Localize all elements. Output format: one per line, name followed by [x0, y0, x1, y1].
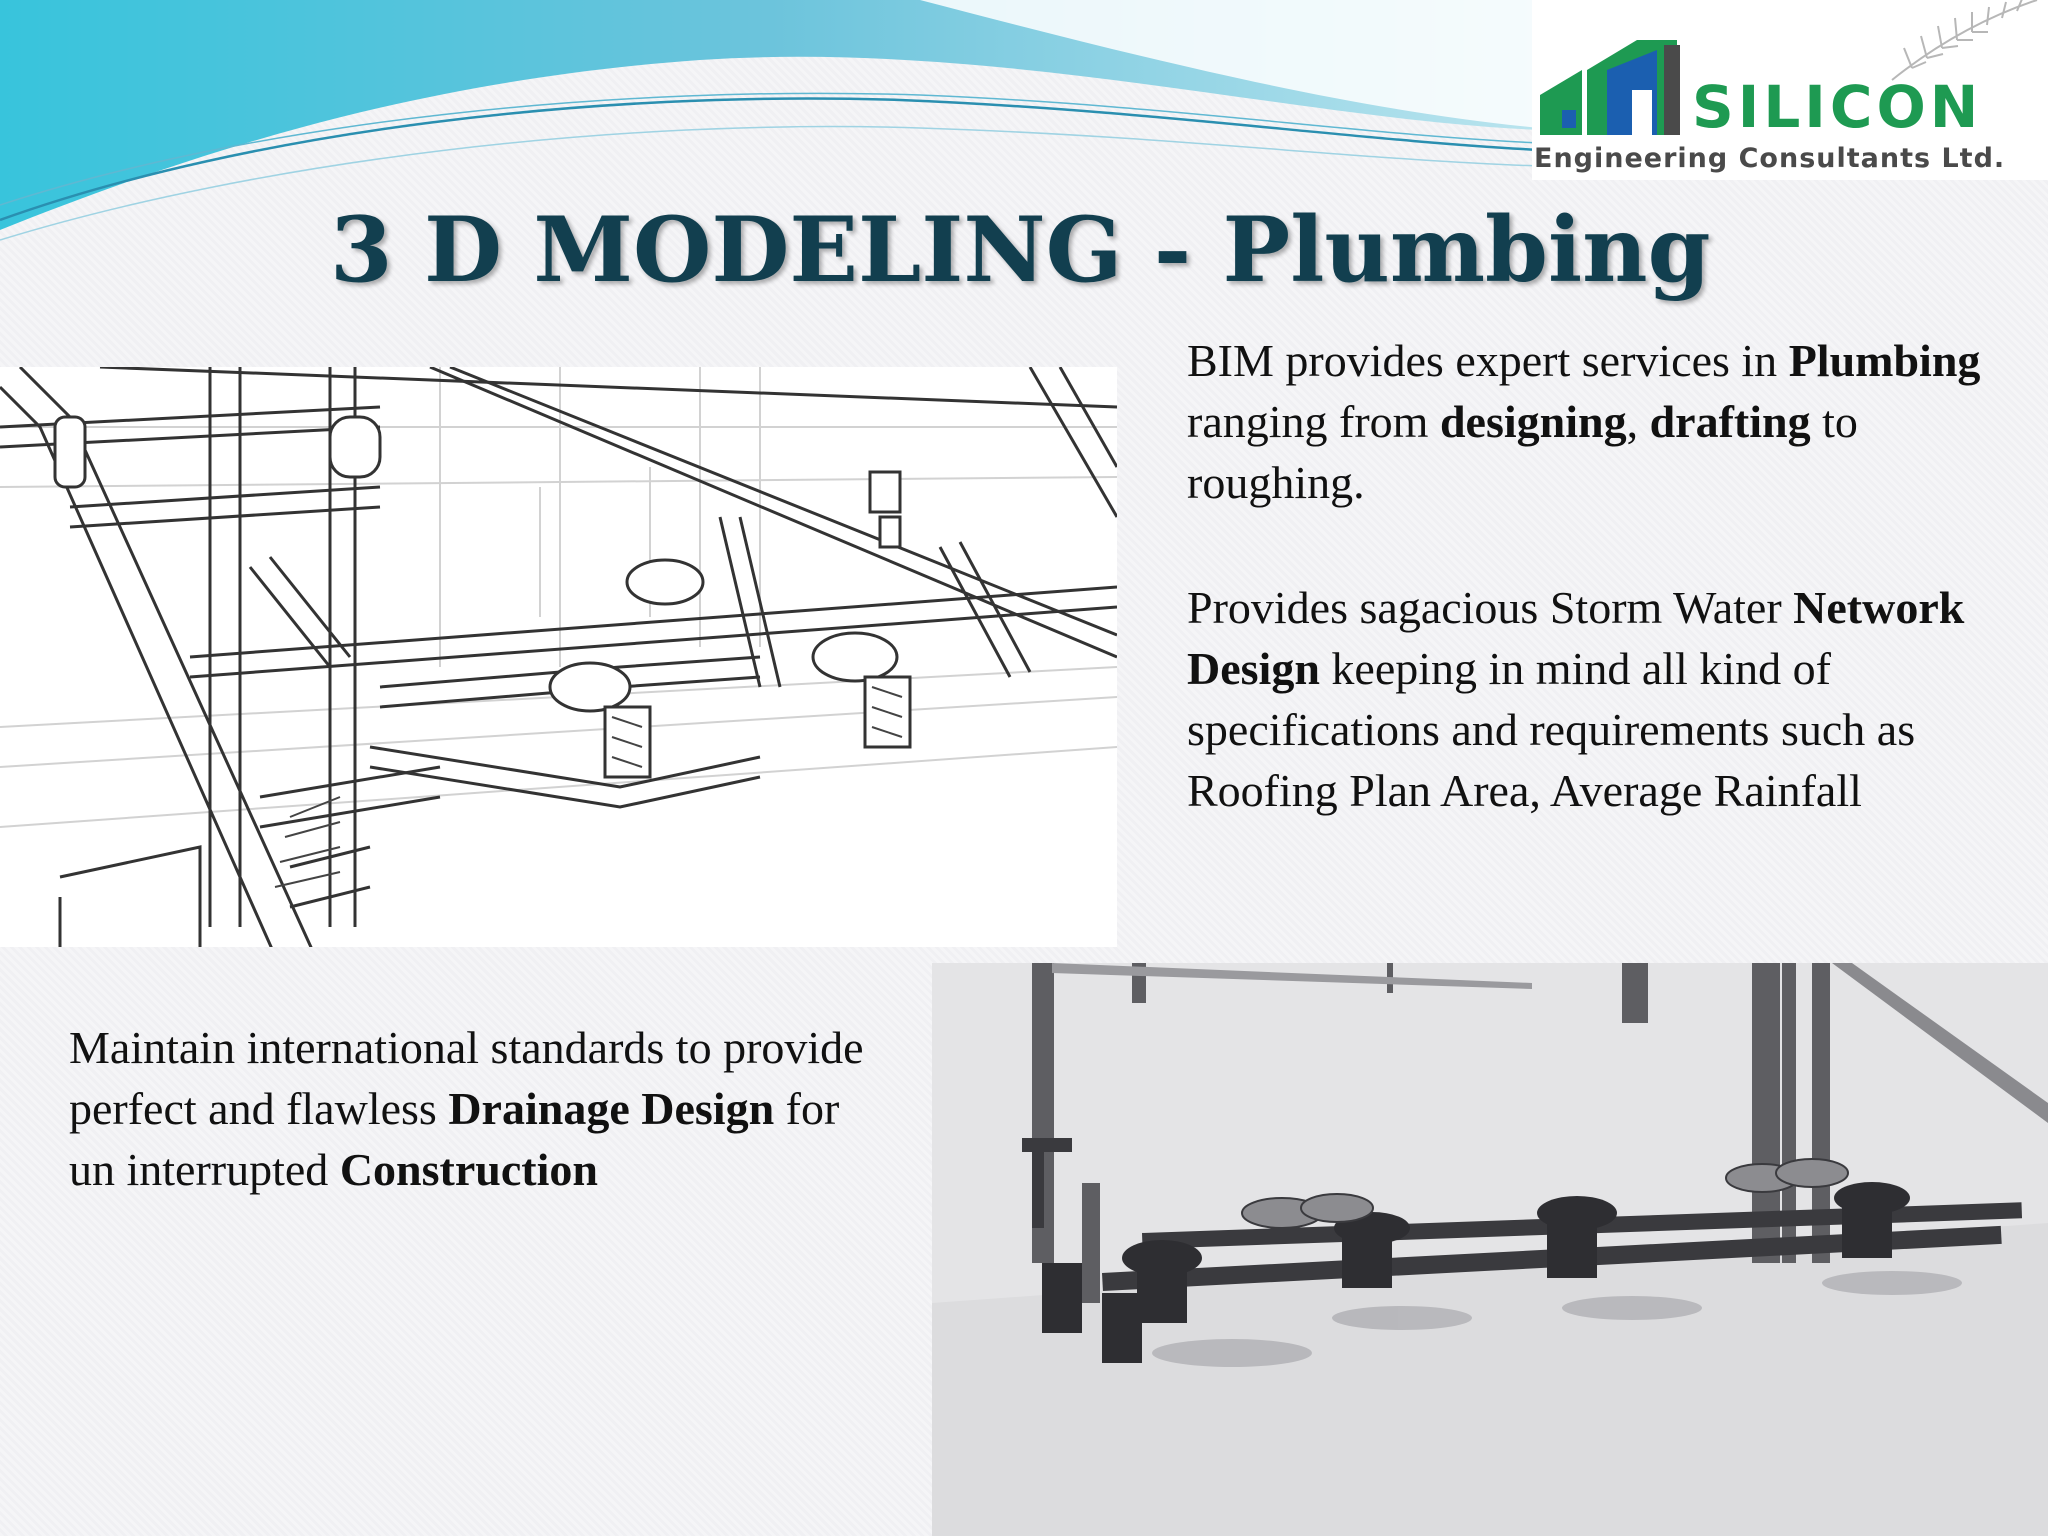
plumbing-wireframe-image	[0, 367, 1117, 947]
text-run: Maintain international standards to prov…	[69, 1022, 864, 1134]
plumbing-wireframe-render-icon	[0, 367, 1117, 947]
bold-run: Network Design	[1187, 582, 1965, 694]
bold-run: Plumbing	[1788, 335, 1981, 386]
text-run: ,	[1626, 396, 1650, 447]
logo-name: SILICON	[1692, 73, 1983, 141]
paragraph-drainage: Maintain international standards to prov…	[69, 1017, 889, 1200]
text-run: Provides sagacious Storm Water	[1187, 582, 1794, 633]
plumbing-shaded-render-icon	[932, 963, 2048, 1536]
text-run: ranging from	[1187, 396, 1440, 447]
slide-title: 3 D MODELING - Plumbing	[330, 197, 1711, 303]
bold-run: Drainage Design	[448, 1083, 775, 1134]
text-run: for un interrupted	[69, 1083, 840, 1195]
bold-run: drafting	[1649, 396, 1811, 447]
company-logo: SILICON Engineering Consultants Ltd.	[1532, 0, 2048, 180]
plumbing-shaded-image	[932, 963, 2048, 1536]
paragraph-plumbing-services: BIM provides expert services in Plumbing…	[1187, 330, 2027, 513]
paragraph-storm-water: Provides sagacious Storm Water Network D…	[1187, 577, 2027, 821]
text-run: to roughing.	[1187, 396, 1858, 508]
text-run: keeping in mind all kind of specificatio…	[1187, 643, 1916, 816]
header-wave-decoration	[0, 0, 1541, 241]
logo-mark-icon	[1540, 0, 2038, 135]
bold-run: designing	[1439, 396, 1627, 447]
bold-run: Construction	[339, 1144, 598, 1195]
text-run: BIM provides expert services in	[1187, 335, 1789, 386]
logo-subtitle: Engineering Consultants Ltd.	[1534, 143, 2006, 174]
